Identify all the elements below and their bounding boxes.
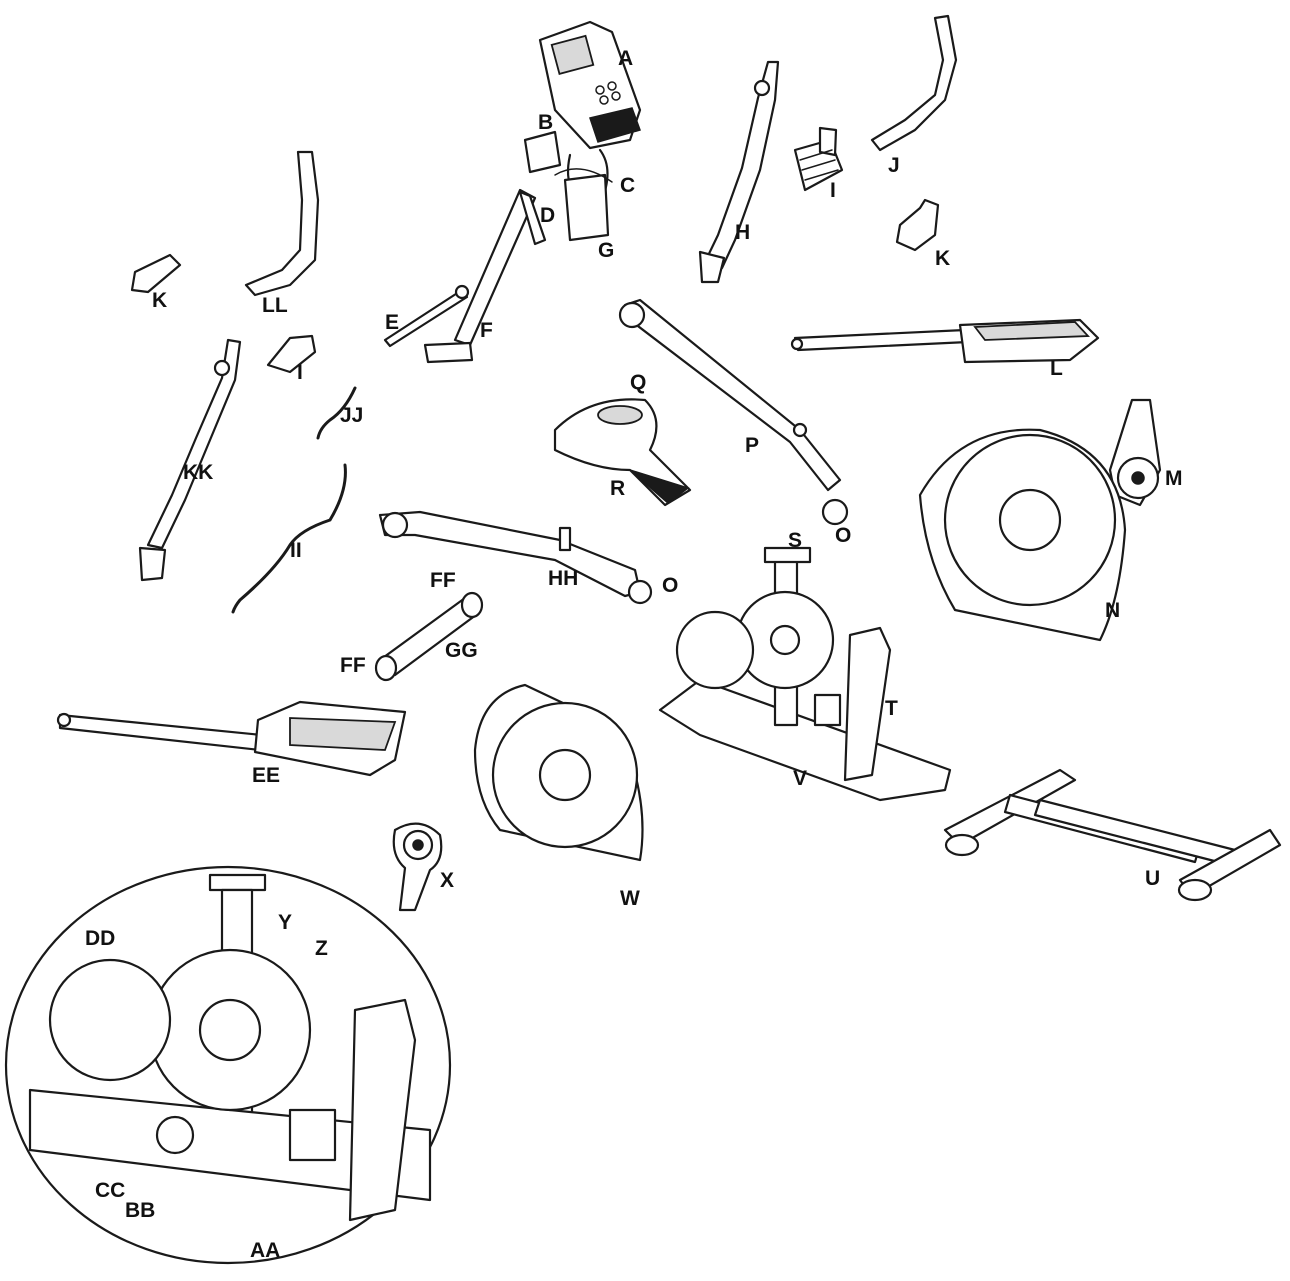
label-hh: HH <box>548 567 579 590</box>
label-d: D <box>540 204 556 227</box>
label-z: Z <box>315 937 328 960</box>
label-y: Y <box>278 911 293 934</box>
part-lower-link-left <box>378 510 653 605</box>
part-left-handlebar-arm <box>138 338 242 582</box>
part-upper-handlebar-left <box>244 150 320 297</box>
label-e: E <box>385 311 400 334</box>
label-cc: CC <box>95 1179 126 1202</box>
label-t: T <box>885 697 898 720</box>
label-w: W <box>620 887 640 910</box>
label-ff-top: FF <box>430 569 456 592</box>
label-u: U <box>1145 867 1161 890</box>
part-pivot-cover-left <box>130 253 182 294</box>
part-lower-link-right <box>618 298 849 526</box>
part-pivot-cover-right <box>895 198 940 252</box>
label-ee: EE <box>252 764 281 787</box>
part-side-cover-right <box>918 428 1127 642</box>
label-i-left: I <box>297 361 303 384</box>
part-side-cover-left <box>473 683 644 862</box>
label-ii: II <box>290 539 302 562</box>
label-g: G <box>598 239 615 262</box>
part-axle <box>374 591 484 682</box>
part-crank-left <box>392 822 443 912</box>
part-handle-grip-right <box>793 126 844 192</box>
label-a: A <box>618 47 634 70</box>
label-p: P <box>745 434 760 457</box>
label-bb: BB <box>125 1199 156 1222</box>
label-x: X <box>440 869 455 892</box>
label-h: H <box>735 221 751 244</box>
part-console <box>538 20 642 150</box>
label-dd: DD <box>85 927 116 950</box>
part-crank-right <box>1108 398 1162 507</box>
label-c: C <box>620 174 636 197</box>
label-r: R <box>610 477 626 500</box>
label-gg: GG <box>445 639 478 662</box>
part-handle-grip-left <box>266 334 317 374</box>
part-main-frame <box>658 546 952 802</box>
part-base-stabilizers <box>943 768 1282 902</box>
label-v: V <box>793 767 808 790</box>
label-kk: KK <box>183 461 214 484</box>
label-aa: AA <box>250 1239 281 1262</box>
label-k-left: K <box>152 289 168 312</box>
label-ff-left: FF <box>340 654 366 677</box>
part-mast <box>383 188 547 364</box>
detail-callout <box>4 865 452 1265</box>
label-q: Q <box>630 371 647 394</box>
part-pedal-arm-left <box>56 700 407 777</box>
part-right-handlebar-arm <box>698 60 780 284</box>
label-k-right: K <box>935 247 951 270</box>
label-m: M <box>1165 467 1183 490</box>
part-shroud <box>553 398 692 507</box>
part-pedal-arm-right <box>790 318 1100 364</box>
label-s: S <box>788 529 803 552</box>
label-n: N <box>1105 599 1121 622</box>
label-f: F <box>480 319 493 342</box>
label-ll: LL <box>262 294 288 317</box>
label-o-left: O <box>662 574 679 597</box>
part-cable-jj <box>316 386 357 440</box>
part-cable-ii <box>231 463 347 614</box>
label-l: L <box>1050 357 1063 380</box>
label-b: B <box>538 111 554 134</box>
label-i-right: I <box>830 179 836 202</box>
label-jj: JJ <box>340 404 364 427</box>
part-handlebar-bracket <box>523 130 613 242</box>
label-j: J <box>888 154 900 177</box>
part-upper-handlebar-right <box>870 14 958 152</box>
label-o-right: O <box>835 524 852 547</box>
